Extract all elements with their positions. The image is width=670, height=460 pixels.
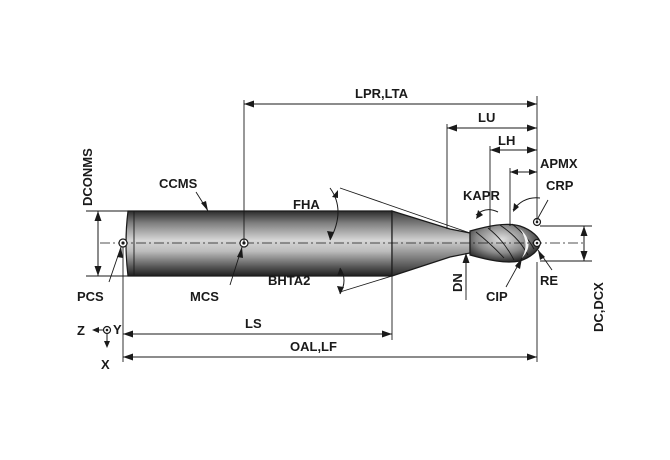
dimension-labels: LPR,LTA LU LH APMX CRP KAPR CCMS FHA BHT… (77, 86, 606, 372)
label-lpr-lta: LPR,LTA (355, 86, 409, 101)
label-fha: FHA (293, 197, 320, 212)
label-lu: LU (478, 110, 495, 125)
label-apmx: APMX (540, 156, 578, 171)
dimension-lines (94, 100, 588, 361)
label-re: RE (540, 273, 558, 288)
label-axis-y: Y (113, 322, 122, 337)
label-kapr: KAPR (463, 188, 500, 203)
label-dn: DN (450, 273, 465, 292)
label-dconms: DCONMS (80, 148, 95, 206)
label-ccms: CCMS (159, 176, 198, 191)
label-dc-dcx: DC,DCX (591, 282, 606, 332)
cip-point-center (535, 241, 539, 245)
flute-helix-1 (475, 231, 505, 259)
label-mcs: MCS (190, 289, 219, 304)
tool-body (125, 210, 541, 277)
label-axis-z: Z (77, 323, 85, 338)
label-axis-x: X (101, 357, 110, 372)
leader-lines (108, 191, 553, 288)
label-pcs: PCS (77, 289, 104, 304)
label-cip: CIP (486, 289, 508, 304)
label-ls: LS (245, 316, 262, 331)
label-bhta2: BHTA2 (268, 273, 310, 288)
label-crp: CRP (546, 178, 574, 193)
neck-taper (391, 210, 471, 277)
shank (125, 210, 393, 277)
axis-origin-center (105, 328, 109, 332)
pcs-point-center (121, 241, 125, 245)
label-oal-lf: OAL,LF (290, 339, 337, 354)
flute-helix-2 (487, 227, 515, 261)
coordinate-axes (92, 327, 110, 348)
ball-nose-highlight (520, 229, 529, 258)
label-lh: LH (498, 133, 515, 148)
